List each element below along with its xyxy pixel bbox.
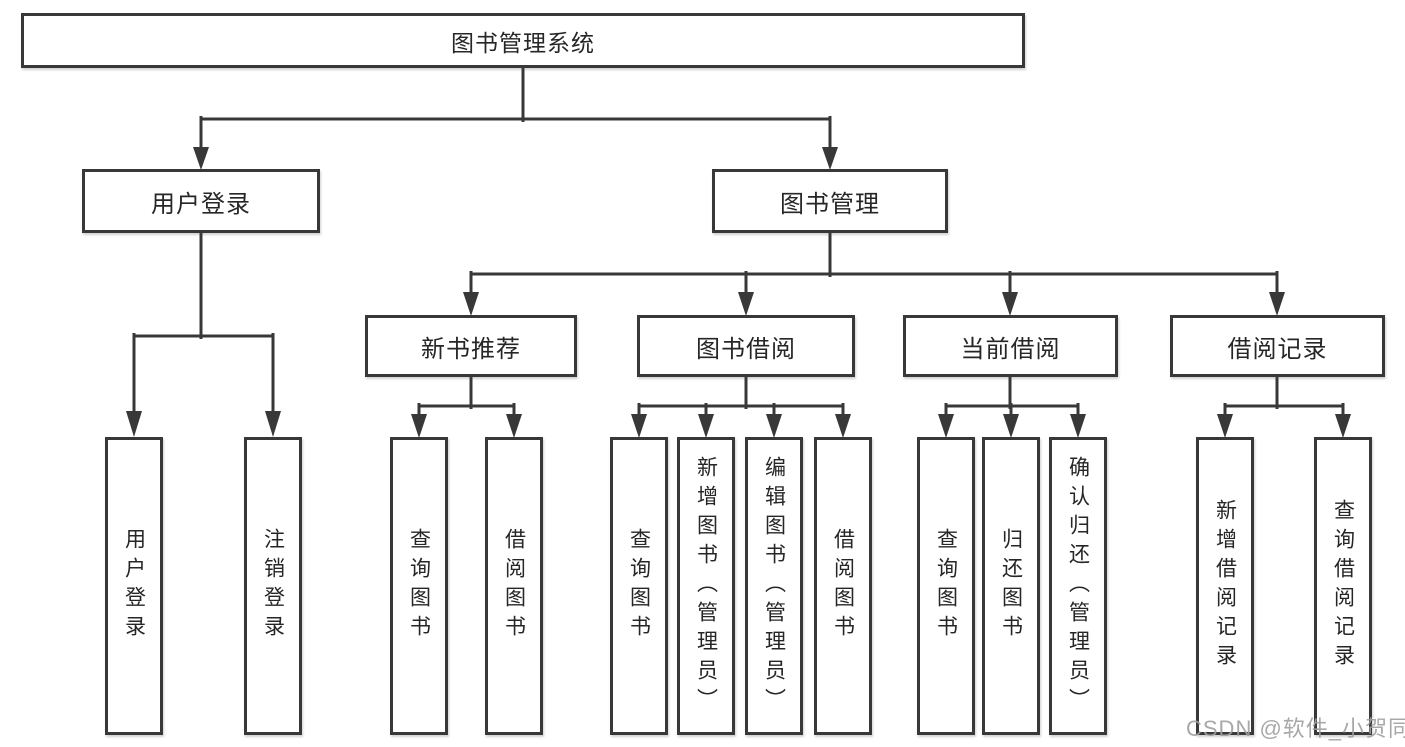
- leaf-newbook-query-books: 查询图书: [390, 437, 448, 735]
- leaf-add-borrow-record: 新增借阅记录: [1196, 437, 1254, 735]
- connector-user-login-children: [126, 231, 281, 437]
- leaf-query-borrow-record: 查询借阅记录: [1314, 437, 1372, 735]
- node-root-title: 图书管理系统: [21, 13, 1025, 68]
- connector-root-to-level2: [193, 66, 838, 170]
- node-label: 新增借阅记录: [1213, 499, 1237, 673]
- node-label: 当前借阅: [960, 335, 1061, 363]
- connector-book-mgmt-children: [463, 231, 1285, 316]
- node-label: 查询图书: [627, 528, 651, 644]
- node-label: 新书推荐: [421, 335, 521, 363]
- node-label: 图书管理: [780, 190, 880, 218]
- node-book-borrowing: 图书借阅: [637, 315, 855, 377]
- leaf-edit-books-admin: 编辑图书（管理员）: [745, 437, 803, 735]
- node-label: 确认归还（管理员）: [1066, 455, 1090, 717]
- connector-new-book-children: [411, 375, 522, 438]
- node-book-management: 图书管理: [712, 169, 948, 233]
- node-label: 借阅图书: [502, 528, 526, 644]
- leaf-return-books: 归还图书: [982, 437, 1040, 735]
- node-label: 编辑图书（管理员）: [762, 455, 786, 717]
- node-label: 用户登录: [122, 528, 146, 644]
- node-label: 归还图书: [999, 528, 1023, 644]
- leaf-current-query-books: 查询图书: [917, 437, 975, 735]
- leaf-user-login: 用户登录: [105, 437, 163, 735]
- node-label: 新增图书（管理员）: [694, 455, 718, 717]
- leaf-newbook-borrow-books: 借阅图书: [485, 437, 543, 735]
- node-label: 借阅图书: [831, 528, 855, 644]
- leaf-borrow-query-books: 查询图书: [610, 437, 668, 735]
- connector-current-borrow-children: [938, 375, 1086, 438]
- csdn-watermark: CSDN @软件_小贺同学: [1186, 716, 1405, 741]
- leaf-add-books-admin: 新增图书（管理员）: [677, 437, 735, 735]
- node-current-borrowing: 当前借阅: [903, 315, 1118, 377]
- node-label: 注销登录: [261, 528, 285, 644]
- node-label: 借阅记录: [1227, 335, 1328, 363]
- node-borrowing-records: 借阅记录: [1170, 315, 1385, 377]
- node-label: 用户登录: [151, 190, 251, 218]
- connector-borrow-record-children: [1217, 375, 1351, 438]
- node-new-book-recommend: 新书推荐: [365, 315, 577, 377]
- node-label: 查询图书: [407, 528, 431, 644]
- leaf-confirm-return-admin: 确认归还（管理员）: [1049, 437, 1107, 735]
- connector-book-borrow-children: [631, 375, 851, 438]
- node-label: 查询图书: [934, 528, 958, 644]
- node-label: 查询借阅记录: [1331, 499, 1355, 673]
- node-user-login: 用户登录: [82, 169, 320, 233]
- leaf-logout: 注销登录: [244, 437, 302, 735]
- node-label: 图书借阅: [696, 335, 796, 363]
- node-label: 图书管理系统: [451, 29, 595, 56]
- leaf-borrow-books: 借阅图书: [814, 437, 872, 735]
